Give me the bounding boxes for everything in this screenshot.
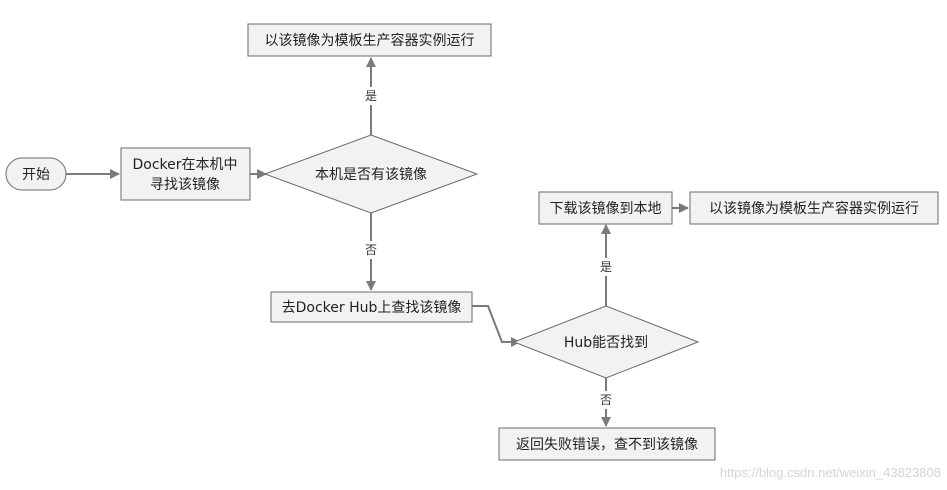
fail-node <box>498 427 716 461</box>
run-local-label: 以该镜像为模板生产容器实例运行 <box>265 32 475 49</box>
search-local-label-line2: 寻找该镜像 <box>150 177 220 193</box>
edge-label-hub-no: 否 <box>600 393 612 407</box>
decision-local-label: 本机是否有该镜像 <box>315 167 427 183</box>
run-downloaded-node <box>689 191 939 225</box>
fail-label: 返回失败错误，查不到该镜像 <box>516 437 698 453</box>
search-hub-node <box>270 291 473 323</box>
run-local-node <box>247 23 492 57</box>
start-label: 开始 <box>22 167 50 183</box>
download-node <box>538 191 673 225</box>
download-label: 下载该镜像到本地 <box>550 201 662 217</box>
edge-label-local-no: 否 <box>365 243 377 257</box>
decision-local-node <box>263 134 479 214</box>
search-hub-label: 去Docker Hub上查找该镜像 <box>282 300 462 316</box>
start-node <box>5 157 67 191</box>
edge-label-local-yes: 是 <box>365 89 377 103</box>
decision-hub-node <box>512 305 700 379</box>
edge-hub-search-to-decision <box>472 305 521 347</box>
search-local-node <box>120 147 251 201</box>
decision-hub-label: Hub能否找到 <box>564 335 648 351</box>
watermark: https://blog.csdn.net/weixin_43823808 <box>719 465 941 480</box>
search-local-label-line1: Docker在本机中 <box>132 157 237 173</box>
edge-label-hub-yes: 是 <box>600 260 612 274</box>
run-downloaded-label: 以该镜像为模板生产容器实例运行 <box>709 200 919 217</box>
